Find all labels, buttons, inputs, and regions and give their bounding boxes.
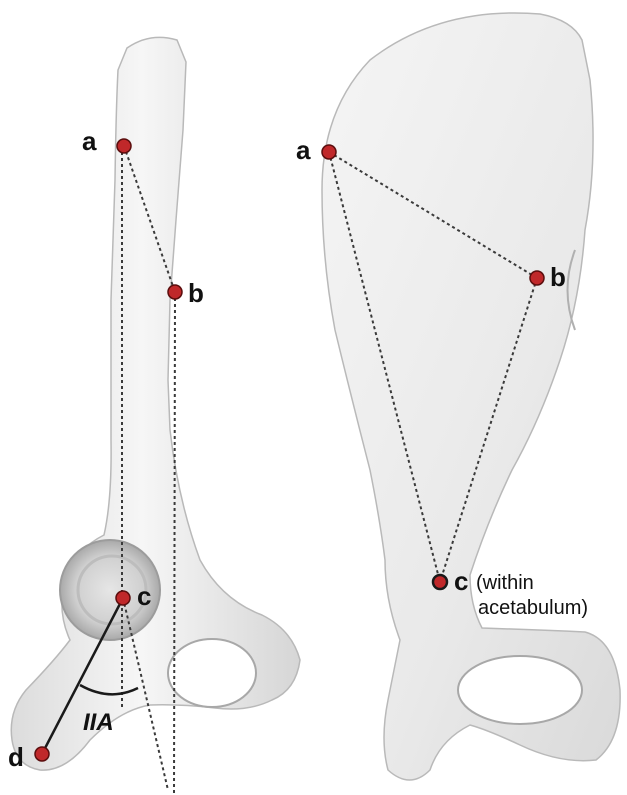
iia-angle-label: IIA xyxy=(83,709,114,736)
left-landmark-d-label: d xyxy=(8,742,24,772)
right-landmark-a xyxy=(322,145,336,159)
right-pelvis-view: a b c (within acetabulum) xyxy=(296,13,620,780)
left-pelvis-view: IIA a b c d xyxy=(8,37,300,795)
right-c-note-line2: acetabulum) xyxy=(478,597,588,619)
left-landmark-c-label: c xyxy=(137,581,151,611)
right-landmark-b xyxy=(530,271,544,285)
right-c-note-line1: (within xyxy=(476,572,534,594)
left-obturator-foramen xyxy=(168,639,256,707)
left-bone-silhouette xyxy=(11,37,300,770)
left-landmark-b-label: b xyxy=(188,278,204,308)
right-bone-silhouette xyxy=(322,13,620,780)
right-obturator-foramen xyxy=(458,656,582,724)
right-landmark-b-label: b xyxy=(550,262,566,292)
right-landmark-c-label: c xyxy=(454,566,468,596)
left-landmark-a xyxy=(117,139,131,153)
left-landmark-b xyxy=(168,285,182,299)
left-landmark-c xyxy=(116,591,130,605)
right-landmark-a-label: a xyxy=(296,135,311,165)
left-landmark-a-label: a xyxy=(82,126,97,156)
left-landmark-d xyxy=(35,747,49,761)
right-landmark-c xyxy=(433,575,447,589)
